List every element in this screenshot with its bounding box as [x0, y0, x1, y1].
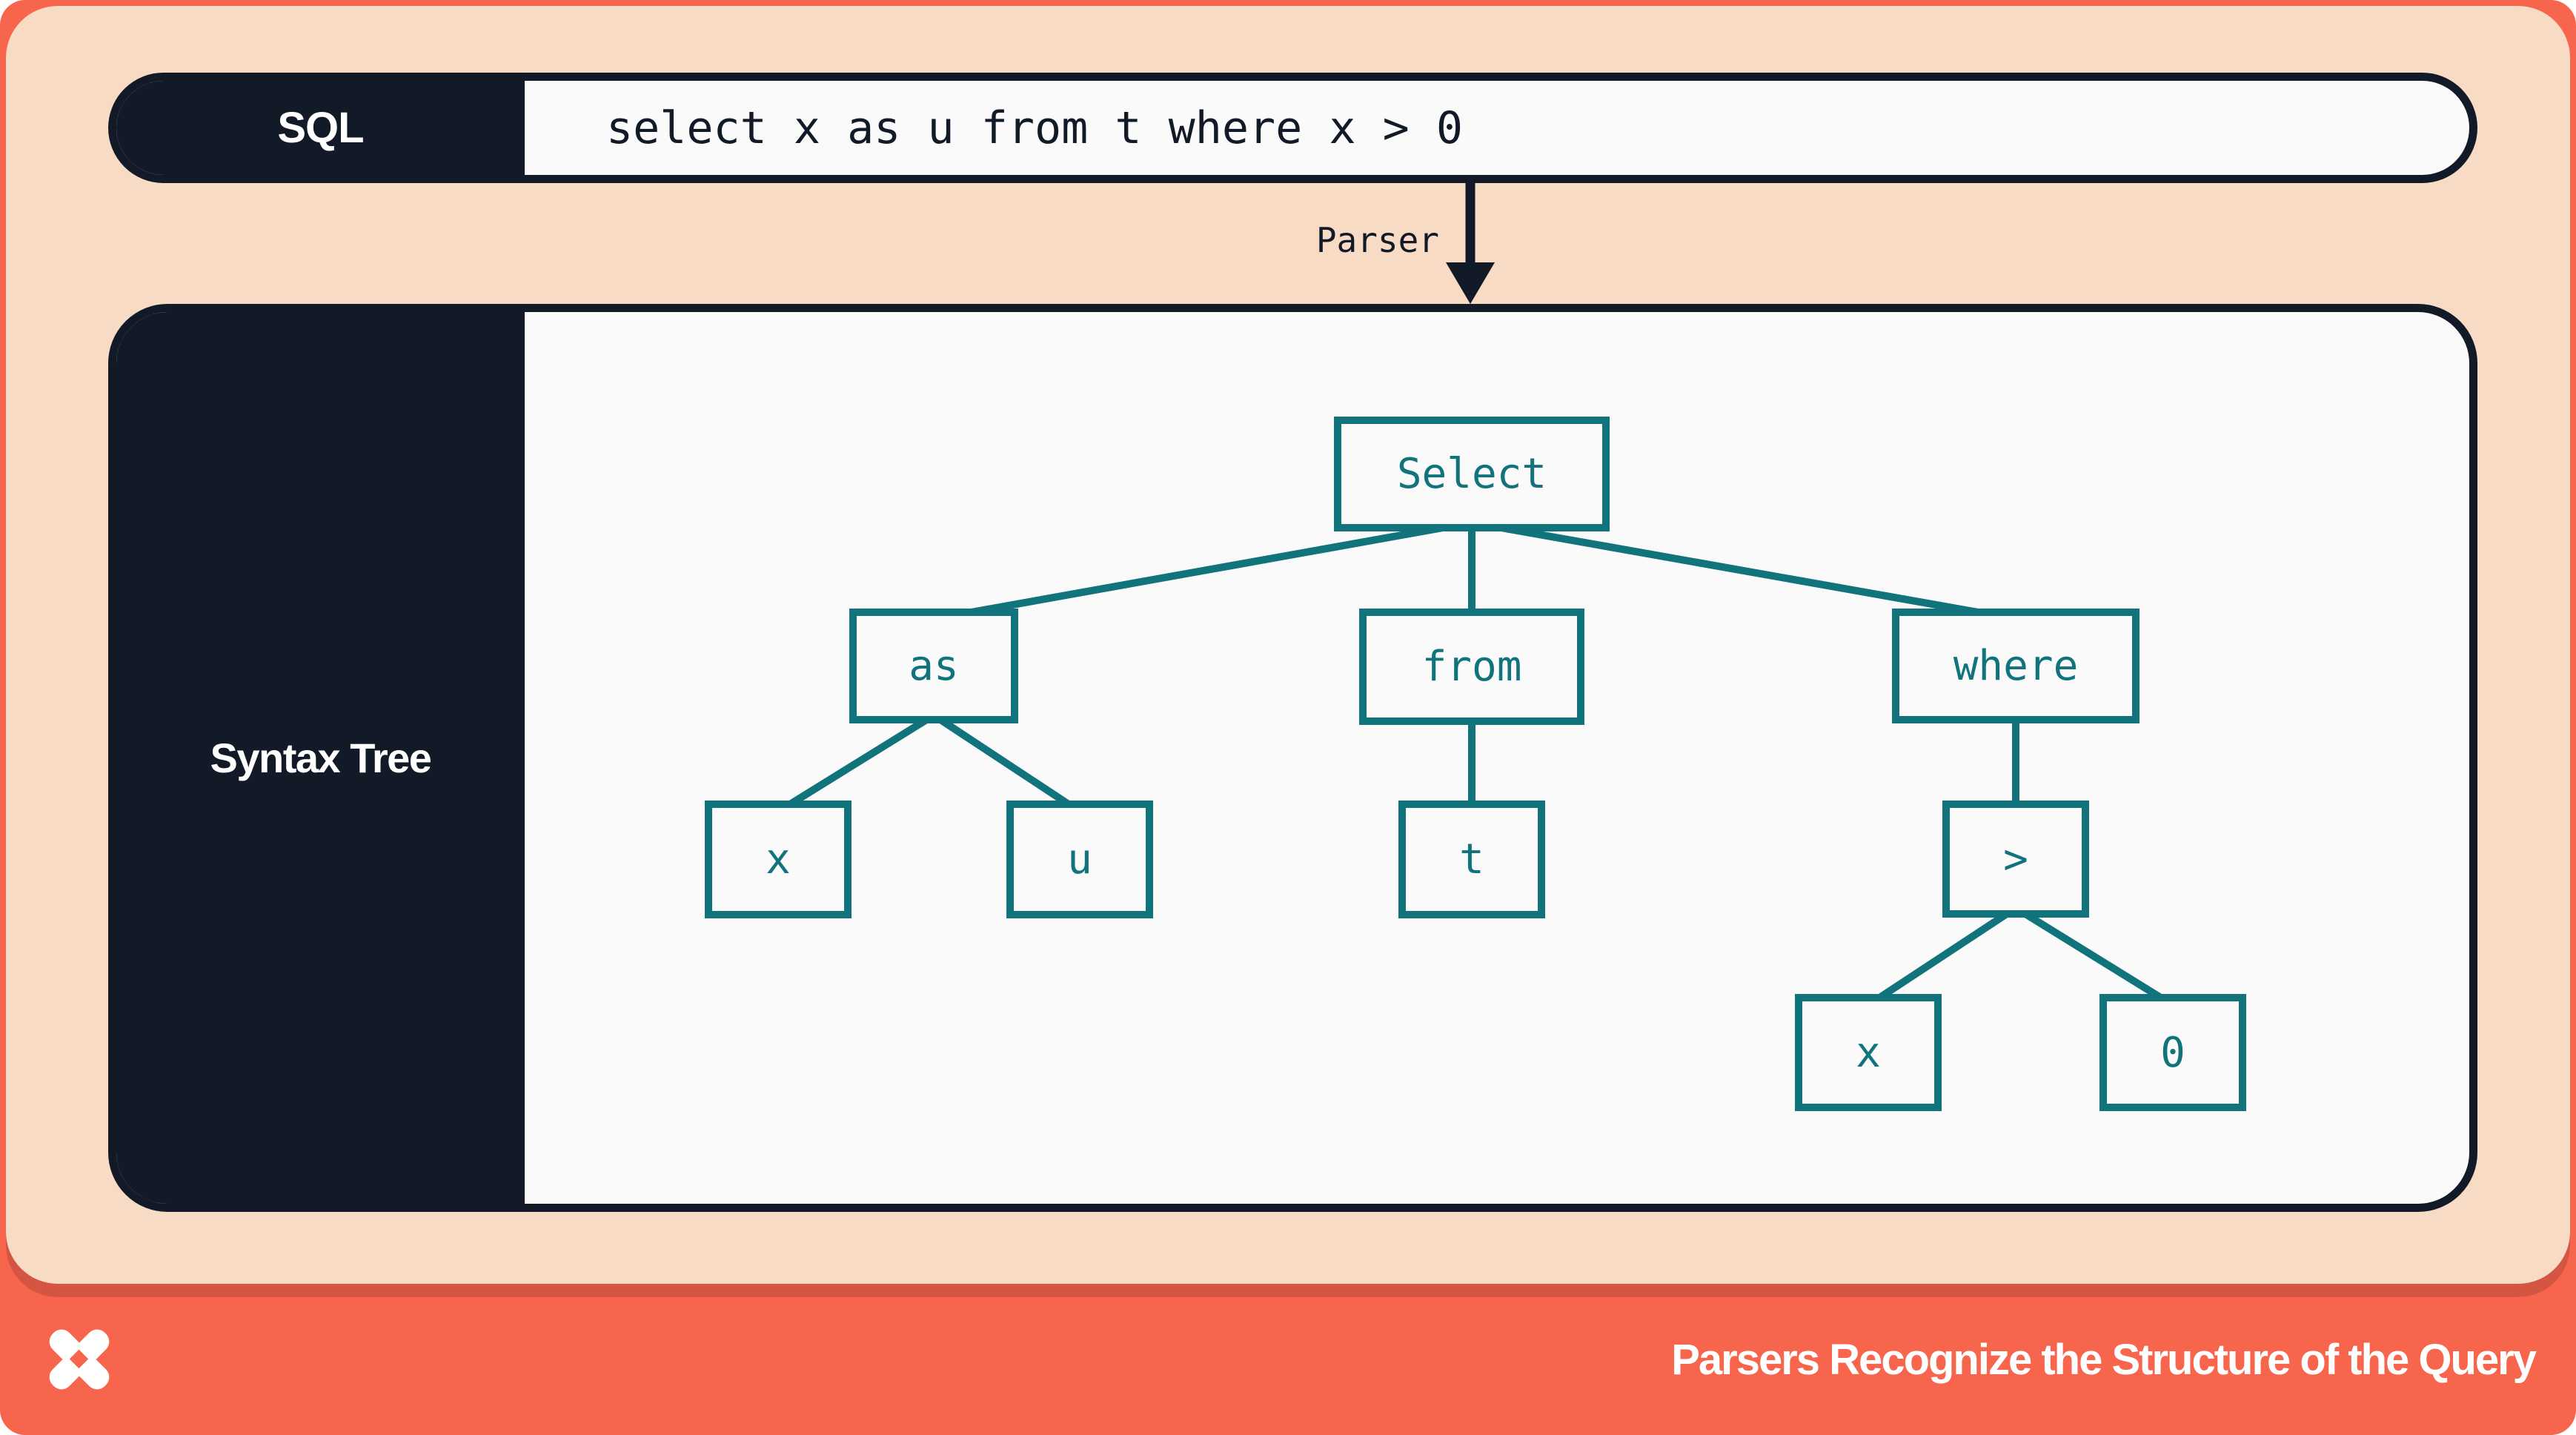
x-star-logo-icon: [49, 1329, 110, 1390]
arrow-down-icon: [1446, 181, 1495, 304]
tree-node-as: as: [849, 609, 1018, 723]
tree-node-greater-than: >: [1942, 801, 2089, 918]
tree-node-x-operand: x: [1795, 994, 1942, 1111]
tree-node-x-alias: x: [705, 801, 852, 918]
tree-node-zero: 0: [2099, 994, 2246, 1111]
sql-bar-label: SQL: [277, 104, 364, 152]
tree-node-from: from: [1359, 609, 1584, 725]
footer-title: Parsers Recognize the Structure of the Q…: [1671, 1335, 2537, 1384]
parser-label: Parser: [1315, 220, 1439, 260]
tree-node-where: where: [1892, 609, 2140, 723]
sql-bar-label-cell: SQL: [116, 81, 525, 175]
tree-node-t: t: [1398, 801, 1545, 918]
syntax-tree-label: Syntax Tree: [210, 735, 432, 781]
tree-node-select: Select: [1334, 417, 1610, 531]
tree-node-u: u: [1006, 801, 1153, 918]
sql-query-text: select x as u from t where x > 0: [606, 102, 1463, 154]
sql-bar: SQL select x as u from t where x > 0: [108, 73, 2477, 183]
syntax-tree-sidebar: Syntax Tree: [116, 312, 525, 1204]
sql-query-cell: select x as u from t where x > 0: [525, 81, 2469, 175]
footer-bar: Parsers Recognize the Structure of the Q…: [0, 1284, 2576, 1435]
syntax-tree-panel: Syntax Tree: [108, 304, 2477, 1212]
